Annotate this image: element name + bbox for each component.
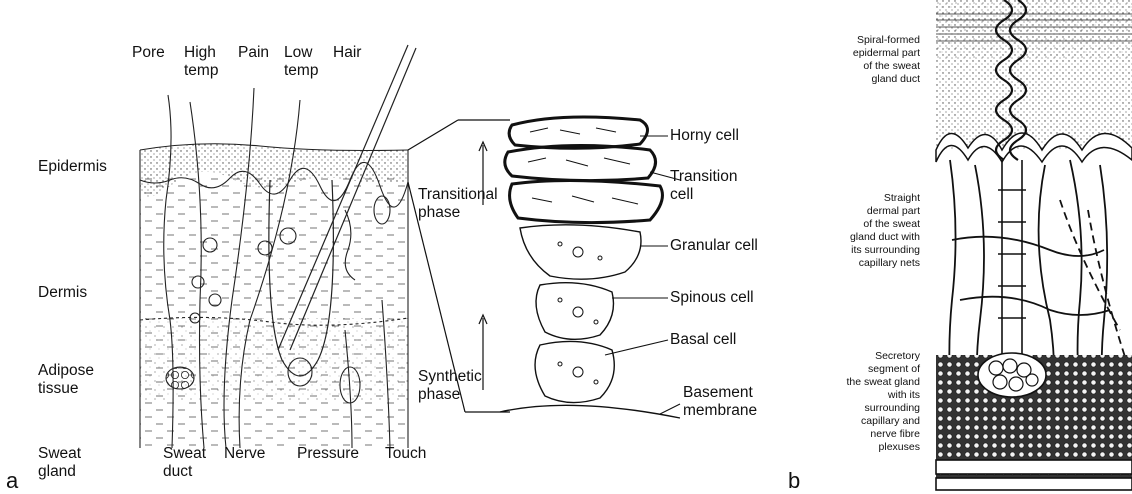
label-transitional-phase: Transitional phase bbox=[418, 186, 498, 222]
sweat-gland-illustration bbox=[936, 0, 1132, 494]
label-straight-duct: Straight dermal part of the sweat gland … bbox=[800, 192, 920, 270]
label-dermis: Dermis bbox=[38, 284, 87, 302]
skin-block bbox=[140, 45, 416, 448]
label-pain: Pain bbox=[238, 44, 269, 62]
label-pore: Pore bbox=[132, 44, 165, 62]
label-spinous-cell: Spinous cell bbox=[670, 289, 754, 307]
label-horny-cell: Horny cell bbox=[670, 127, 739, 145]
label-low-temp: Low temp bbox=[284, 44, 318, 80]
label-pressure: Pressure bbox=[297, 445, 359, 463]
label-granular-cell: Granular cell bbox=[670, 237, 758, 255]
label-high-temp: High temp bbox=[184, 44, 218, 80]
label-touch: Touch bbox=[385, 445, 426, 463]
label-spiral-duct: Spiral-formed epidermal part of the swea… bbox=[800, 34, 920, 86]
label-basal-cell: Basal cell bbox=[670, 331, 736, 349]
panel-letter-b: b bbox=[788, 468, 800, 494]
panel-letter-a: a bbox=[6, 468, 18, 494]
cell-stack bbox=[500, 117, 680, 418]
label-transition-cell: Transition cell bbox=[670, 168, 737, 204]
label-hair: Hair bbox=[333, 44, 361, 62]
label-basement-membrane: Basement membrane bbox=[683, 384, 757, 420]
label-sweat-gland: Sweat gland bbox=[38, 445, 81, 481]
label-adipose-tissue: Adipose tissue bbox=[38, 362, 94, 398]
label-synthetic-phase: Synthetic phase bbox=[418, 368, 482, 404]
label-nerve: Nerve bbox=[224, 445, 265, 463]
label-sweat-duct: Sweat duct bbox=[163, 445, 206, 481]
label-epidermis: Epidermis bbox=[38, 158, 107, 176]
label-secretory-segment: Secretory segment of the sweat gland wit… bbox=[800, 350, 920, 454]
